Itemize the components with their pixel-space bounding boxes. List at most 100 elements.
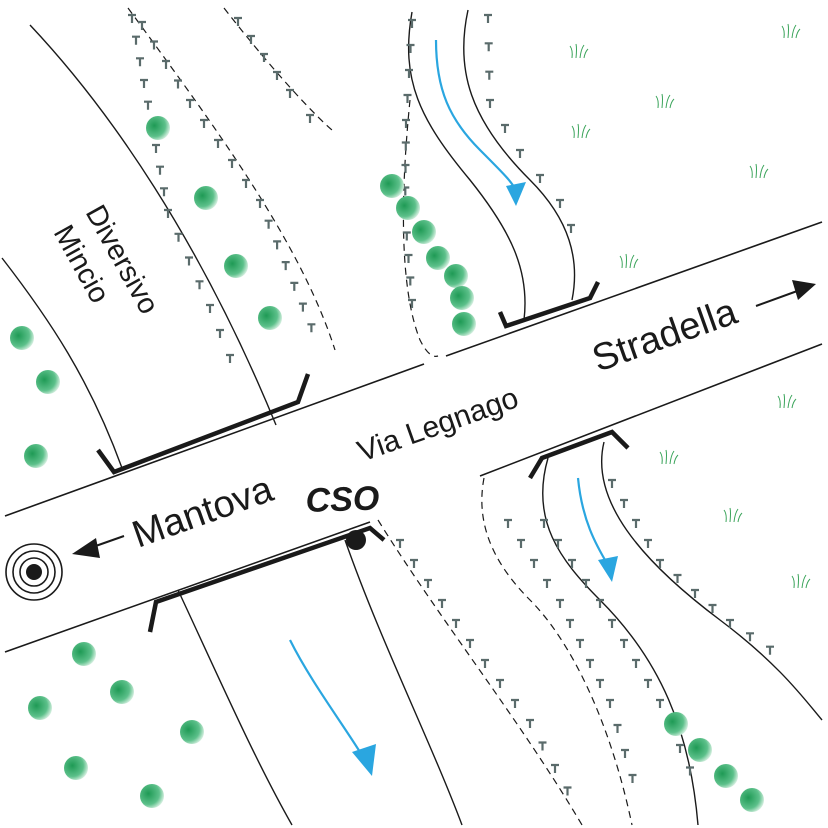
arrow-to-mantova xyxy=(72,535,125,558)
embankment-tick-mark xyxy=(400,141,411,152)
road-edge-north-east xyxy=(445,221,823,357)
grass-icon xyxy=(777,393,797,409)
embankment-tick-mark xyxy=(479,658,491,670)
embankment-tick-mark xyxy=(183,256,195,267)
embankment-tick-mark xyxy=(408,558,420,570)
canal-south-west xyxy=(147,519,583,826)
embankment-tick-mark xyxy=(672,573,683,585)
embankment-tick-mark xyxy=(509,698,521,710)
stream-bank xyxy=(407,11,526,321)
tree-icon xyxy=(688,738,712,762)
road-edge-north-west xyxy=(4,363,425,517)
label-via-legnago: Via Legnago xyxy=(353,381,522,468)
embankment-tick-mark xyxy=(494,678,506,690)
tree-icon xyxy=(10,326,34,350)
embankment-tick-mark xyxy=(565,223,577,235)
embankment-tick-mark xyxy=(534,173,546,185)
embankment-tick-mark xyxy=(263,219,274,230)
flow-arrow-head xyxy=(598,556,618,582)
embankment-tick-mark xyxy=(482,13,494,25)
label-mantova: Mantova xyxy=(127,468,279,557)
embankment-tick-mark xyxy=(684,766,696,777)
embankment-tick-mark xyxy=(194,280,205,291)
embankment-tick-mark xyxy=(502,518,514,530)
grass-icon xyxy=(569,43,589,59)
embankment-tick-mark xyxy=(138,78,150,90)
embankment-tick-mark xyxy=(304,113,316,125)
embankment-dashed-line xyxy=(223,7,333,131)
embankment-tick-mark xyxy=(403,253,414,265)
tree-icon xyxy=(36,370,60,394)
embankment-tick-mark xyxy=(150,143,162,155)
embankment-tick-mark xyxy=(654,698,666,710)
embankment-tick-mark xyxy=(499,123,511,135)
canal-bank xyxy=(344,539,463,826)
embankment-tick-mark xyxy=(142,100,154,111)
embankment-tick-mark xyxy=(214,328,226,340)
grass-icon xyxy=(791,573,811,589)
tree-icon xyxy=(180,720,204,744)
embankment-tick-mark xyxy=(618,638,630,650)
grass-icon xyxy=(659,449,679,465)
road-via-legnago xyxy=(4,221,823,653)
embankment-tick-mark xyxy=(284,88,296,100)
tree-icon xyxy=(64,756,88,780)
embankment-tick-mark xyxy=(537,741,548,752)
embankment-tick-mark xyxy=(630,518,642,530)
embankment-tick-mark xyxy=(554,198,566,210)
canal-bank xyxy=(29,24,277,426)
embankment-tick-mark xyxy=(400,163,411,175)
tree-icon xyxy=(664,712,688,736)
water-flow-arrow xyxy=(289,639,361,753)
flow-arrow-head xyxy=(506,182,526,206)
grass-icon xyxy=(723,507,743,523)
tree-icon xyxy=(110,680,134,704)
embankment-tick-mark xyxy=(574,638,586,650)
embankment-tick-mark xyxy=(549,763,561,775)
embankment-tick-mark xyxy=(254,198,266,210)
tree-icon xyxy=(396,196,420,220)
bridge-cso xyxy=(147,525,386,633)
tree-icon xyxy=(714,764,738,788)
tree-icon xyxy=(28,696,52,720)
embankment-tick-mark xyxy=(606,618,618,630)
embankment-tick-mark xyxy=(297,302,308,313)
tree-icon xyxy=(444,264,468,288)
embankment-tick-mark xyxy=(642,678,654,690)
tree-icon xyxy=(258,306,282,330)
embankment-tick-mark xyxy=(618,498,630,510)
grass-icon xyxy=(571,123,591,139)
embankment-tick-mark xyxy=(226,158,238,170)
tree-icon xyxy=(194,186,218,210)
embankment-tick-mark xyxy=(619,748,631,760)
embankment-tick-mark xyxy=(484,98,496,110)
embankment-tick-mark xyxy=(627,773,638,785)
embankment-tick-mark xyxy=(464,638,476,650)
bridge-north-east xyxy=(497,280,601,329)
city-marker-icon xyxy=(5,543,63,601)
embankment-tick-mark xyxy=(280,261,291,272)
embankment-tick-mark xyxy=(184,98,196,110)
bridge-west xyxy=(96,373,311,475)
embankment-tick-mark xyxy=(406,298,418,310)
label-stradella: Stradella xyxy=(587,291,743,381)
tree-icon xyxy=(412,220,436,244)
embankment-tick-mark xyxy=(541,578,553,590)
embankment-tick-mark xyxy=(689,588,701,600)
embankment-tick-mark xyxy=(604,698,616,710)
embankment-tick-mark xyxy=(524,718,536,730)
grass-icon xyxy=(749,163,769,179)
canal-bank xyxy=(1,257,123,469)
embankment-tick-mark xyxy=(484,70,495,81)
embankment-tick-mark xyxy=(744,632,756,643)
embankment-tick-mark xyxy=(198,118,210,130)
embankment-tick-mark xyxy=(584,658,596,670)
embankment-tick-mark xyxy=(405,43,416,55)
embankment-tick-mark xyxy=(400,118,412,130)
embankment-tick-mark xyxy=(158,187,170,198)
embankment-tick-mark xyxy=(764,645,776,656)
embankment-tick-mark xyxy=(515,538,527,550)
water-flow-arrow xyxy=(434,39,518,193)
embankment-tick-mark xyxy=(554,598,566,610)
stream-bank xyxy=(600,441,823,721)
